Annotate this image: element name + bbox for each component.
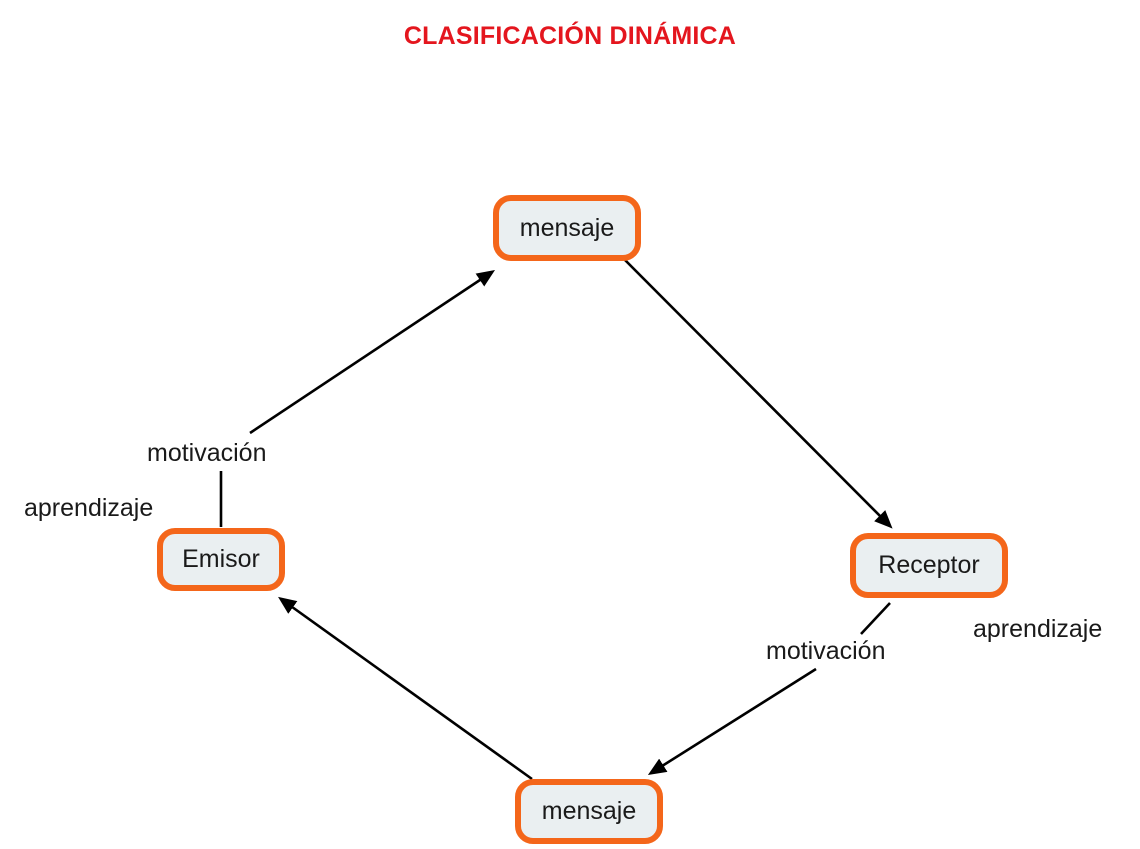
edge-label-aprendizaje-left: aprendizaje	[24, 494, 154, 522]
edge-mensaje-bottom-to-emisor	[278, 596, 533, 781]
node-mensaje-top[interactable]: mensaje	[493, 195, 641, 261]
node-mensaje-bottom[interactable]: mensaje	[515, 779, 663, 844]
page-title: CLASIFICACIÓN DINÁMICA	[403, 22, 737, 50]
edge-tick-motivacion-receptor	[860, 602, 891, 635]
edge-label-motivacion-right: motivación	[766, 637, 886, 665]
edge-label-motivacion-left: motivación	[147, 439, 267, 467]
edge-mensaje-top-to-receptor	[623, 258, 893, 529]
node-emisor-label: Emisor	[182, 545, 260, 573]
edge-emisor-to-mensaje-top	[249, 269, 496, 435]
edge-label-aprendizaje-right: aprendizaje	[973, 615, 1103, 643]
node-receptor-label: Receptor	[878, 551, 980, 579]
edge-receptor-to-mensaje-bottom	[647, 667, 817, 775]
node-emisor[interactable]: Emisor	[157, 528, 285, 591]
node-receptor[interactable]: Receptor	[850, 533, 1008, 598]
node-mensaje-top-label: mensaje	[519, 213, 615, 242]
node-mensaje-bottom-label: mensaje	[541, 797, 637, 825]
